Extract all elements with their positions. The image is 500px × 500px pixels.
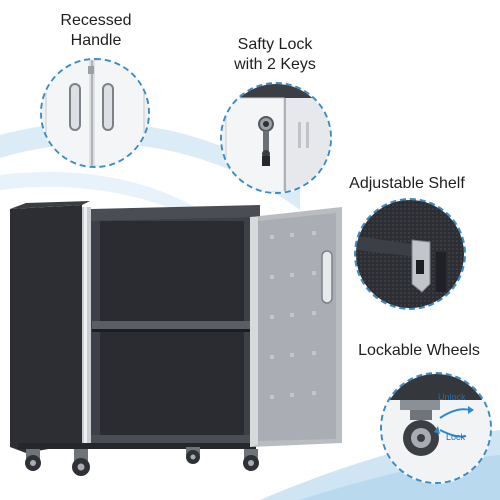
wheels-label-line1: Lockable Wheels [358,342,480,359]
unlock-caption: Unlock [438,392,466,402]
handle-label-line1: Recessed [60,12,132,29]
handle-label-line2: Handle [70,32,122,49]
handle-feature-label: Recessed Handle [40,11,152,51]
lock-label-line1: Safty Lock [237,36,313,53]
shelf-label-line1: Adjustable Shelf [349,175,465,192]
lock-label-line2: with 2 Keys [234,56,316,73]
lock-caption: Lock [446,432,466,442]
wheel-front-left [25,449,41,471]
shelf-bracket-icon [354,198,466,310]
lock-feature-label: Safty Lock with 2 Keys [220,35,330,75]
wheel-front-mid [72,449,90,476]
wheels-feature-label: Lockable Wheels [344,341,494,361]
shelf-feature-label: Adjustable Shelf [336,174,478,194]
wheel-front-right [243,449,259,471]
caster-wheel-icon: Unlock Lock [380,372,492,484]
recessed-handle-icon [40,58,150,168]
cabinet-illustration [10,201,342,476]
wheel-back [186,447,200,464]
key-lock-icon [220,82,332,194]
